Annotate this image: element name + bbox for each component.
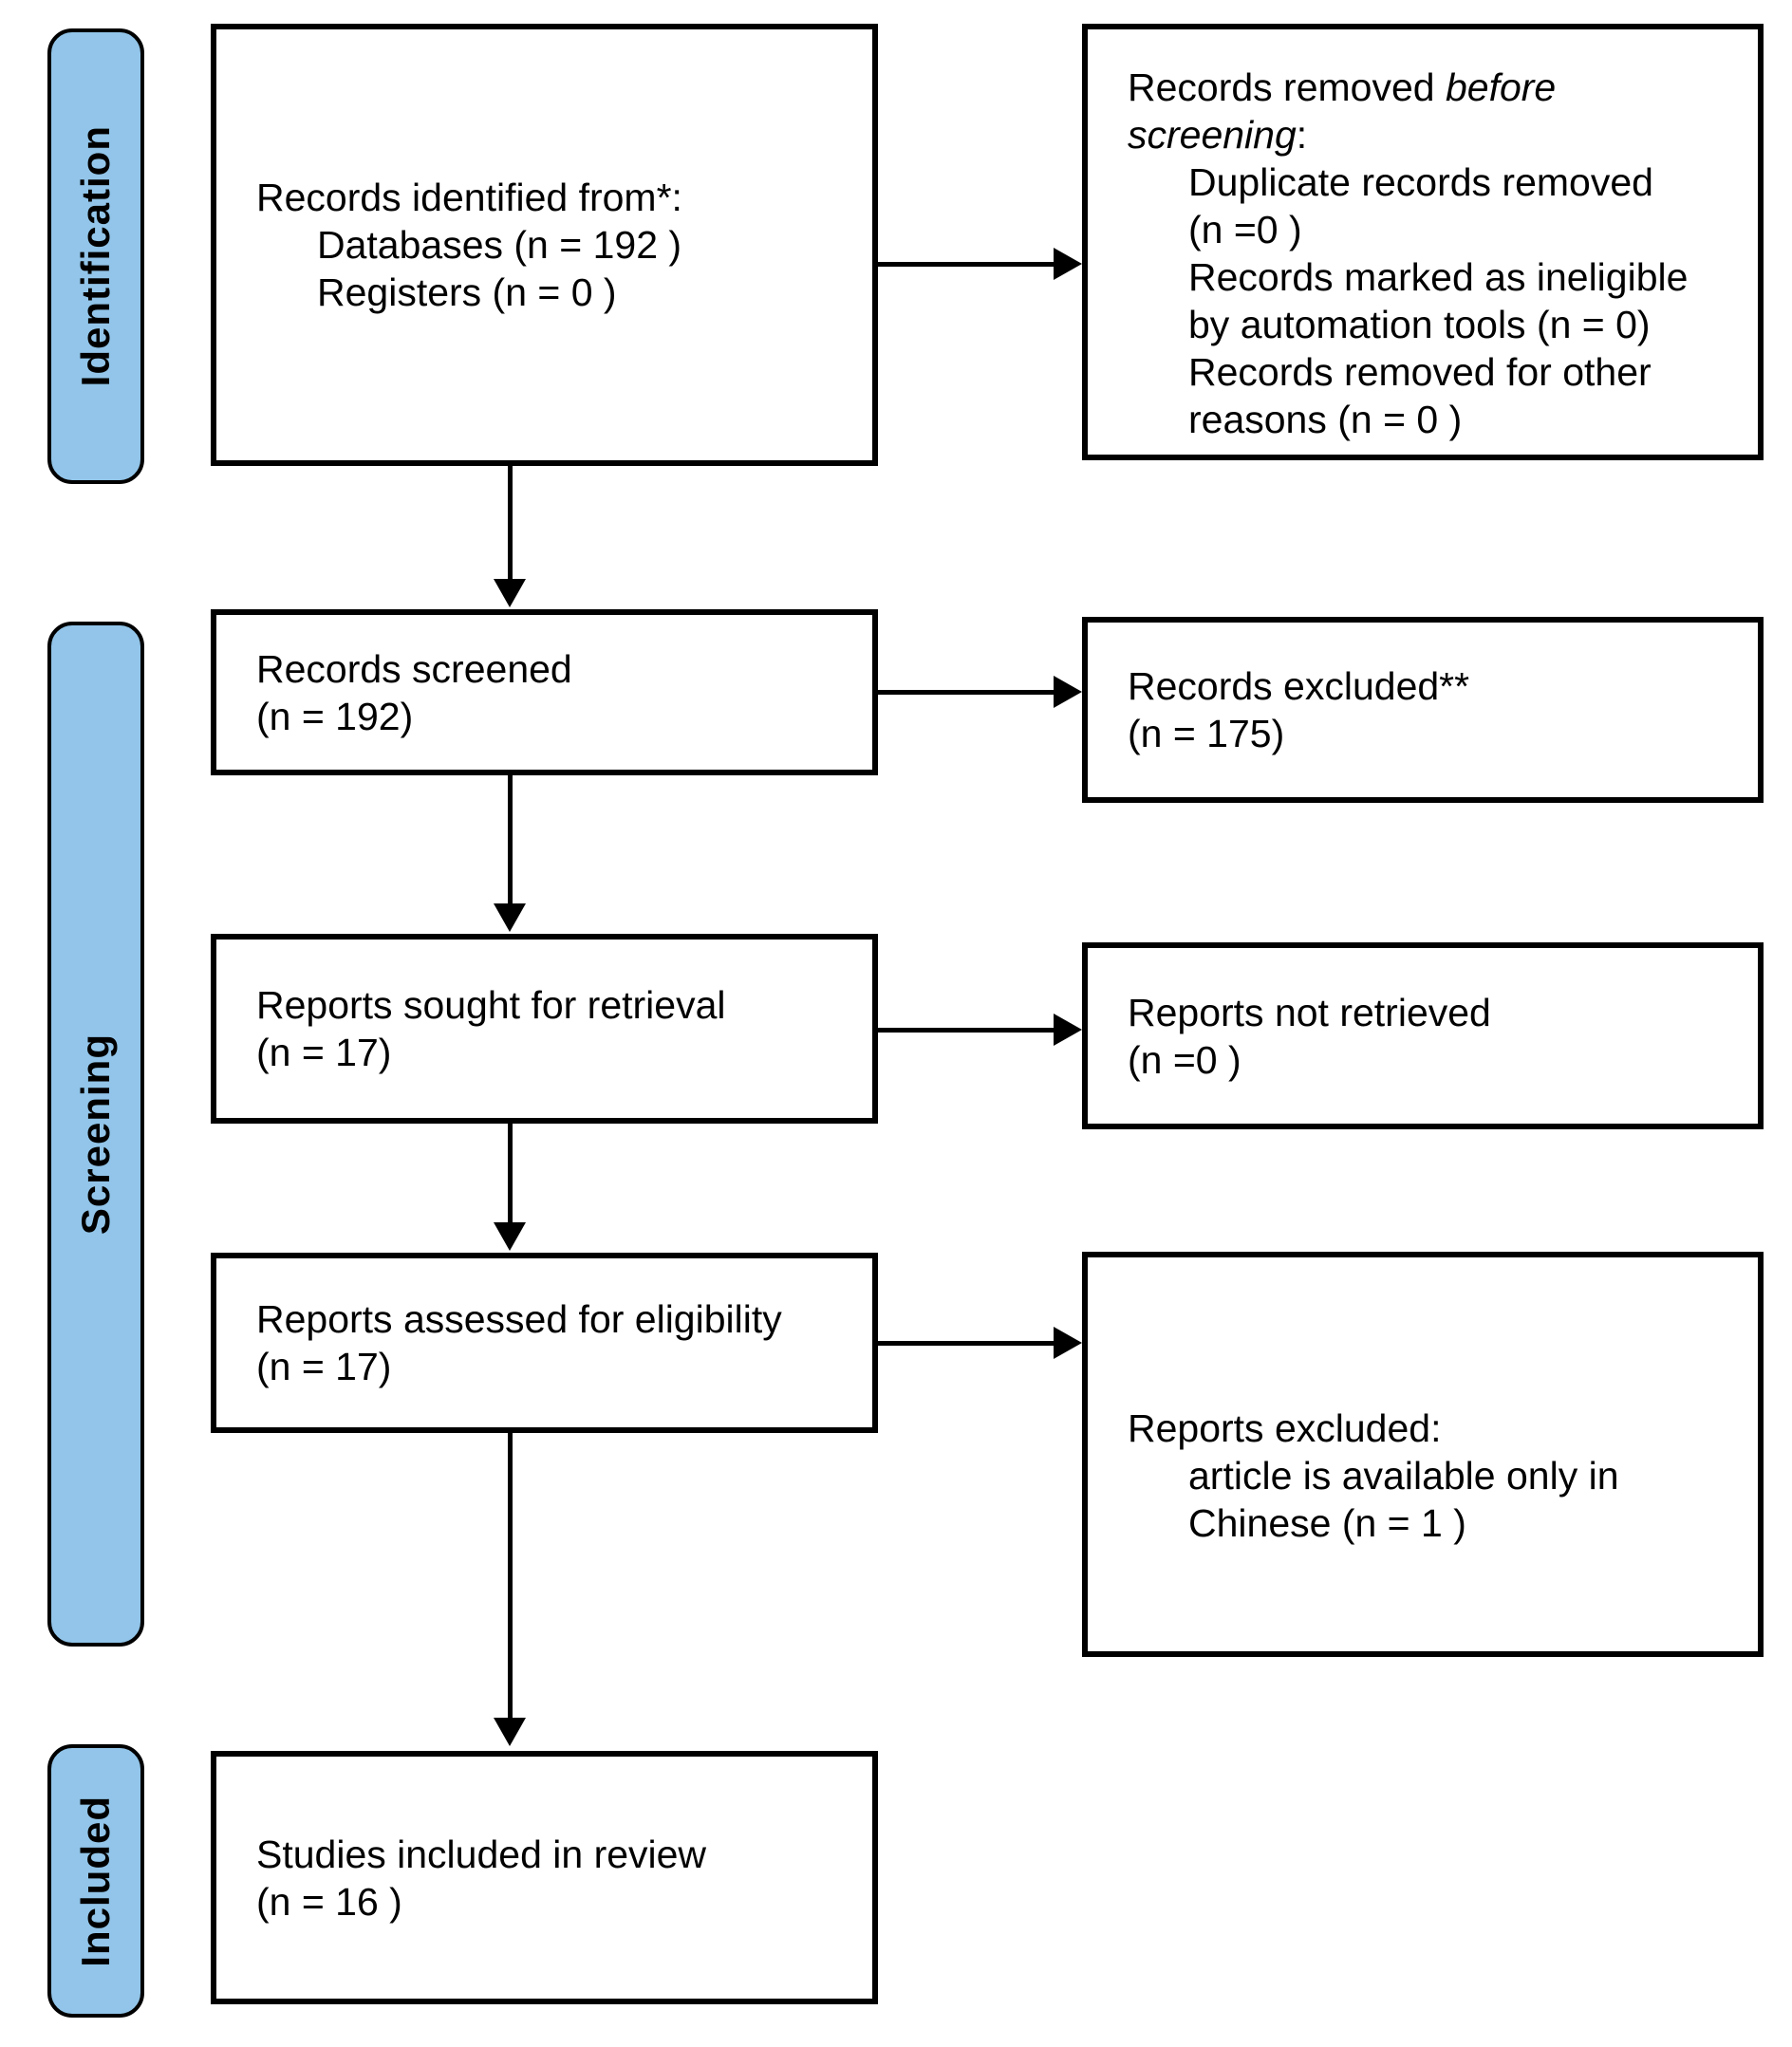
arrow-head-down-icon xyxy=(494,1222,526,1251)
records-removed-duplicates-line2: (n =0 ) xyxy=(1188,208,1302,251)
arrow-assessed-to-excluded xyxy=(878,1327,1082,1359)
arrow-line xyxy=(878,1341,1055,1346)
arrow-sought-to-not-retrieved xyxy=(878,1014,1082,1046)
box-reports-excluded: Reports excluded: article is available o… xyxy=(1082,1252,1764,1657)
records-identified-title: Records identified from*: xyxy=(256,176,682,219)
records-removed-title-line2: screening: xyxy=(1128,111,1739,158)
records-removed-other-line1: Records removed for other xyxy=(1188,350,1652,394)
box-records-excluded: Records excluded** (n = 175) xyxy=(1082,617,1764,803)
arrow-sought-to-assessed xyxy=(494,1124,526,1251)
reports-not-retrieved-line1: Reports not retrieved xyxy=(1128,990,1491,1034)
records-excluded-line2: (n = 175) xyxy=(1128,712,1285,755)
text-segment: Records removed xyxy=(1128,65,1446,109)
arrow-line xyxy=(878,1028,1055,1033)
reports-sought-line1: Reports sought for retrieval xyxy=(256,983,726,1027)
arrow-head-down-icon xyxy=(494,579,526,607)
arrow-line xyxy=(508,1433,513,1720)
text-segment-italic: screening xyxy=(1128,113,1297,157)
arrow-head-right-icon xyxy=(1054,1014,1082,1046)
reports-assessed-line1: Reports assessed for eligibility xyxy=(256,1297,782,1341)
reports-not-retrieved-line2: (n =0 ) xyxy=(1128,1037,1241,1082)
text-segment: : xyxy=(1296,113,1308,157)
reports-excluded-reason-line2: Chinese (n = 1 ) xyxy=(1188,1500,1466,1545)
box-reports-assessed-text: Reports assessed for eligibility (n = 17… xyxy=(216,1295,872,1390)
arrow-screened-to-sought xyxy=(494,775,526,932)
records-identified-registers: Registers (n = 0 ) xyxy=(317,270,617,314)
box-records-identified-text: Records identified from*: Databases (n =… xyxy=(216,174,872,316)
stage-bar-identification: Identification xyxy=(47,28,144,484)
box-records-removed-text: Records removed before screening: Duplic… xyxy=(1088,64,1758,443)
records-removed-title-line1: Records removed before xyxy=(1128,64,1739,111)
stage-label-identification: Identification xyxy=(73,125,118,387)
reports-excluded-reason-line1: article is available only in xyxy=(1188,1453,1619,1498)
stage-bar-included: Included xyxy=(47,1744,144,2018)
box-records-removed: Records removed before screening: Duplic… xyxy=(1082,24,1764,460)
box-studies-included-text: Studies included in review (n = 16 ) xyxy=(216,1831,872,1926)
box-reports-excluded-text: Reports excluded: article is available o… xyxy=(1088,1405,1758,1547)
arrow-line xyxy=(508,775,513,905)
arrow-line xyxy=(508,466,513,581)
box-records-excluded-text: Records excluded** (n = 175) xyxy=(1088,662,1758,757)
arrow-line xyxy=(878,262,1055,267)
records-excluded-line1: Records excluded** xyxy=(1128,664,1470,708)
arrow-assessed-to-included xyxy=(494,1433,526,1746)
arrow-head-right-icon xyxy=(1054,248,1082,280)
text-segment-italic: before xyxy=(1445,65,1557,109)
studies-included-line2: (n = 16 ) xyxy=(256,1879,402,1924)
records-removed-ineligible-line2: by automation tools (n = 0) xyxy=(1188,303,1651,346)
arrow-screened-to-excluded xyxy=(878,676,1082,708)
records-screened-line1: Records screened xyxy=(256,646,572,691)
arrow-line xyxy=(508,1124,513,1224)
box-records-screened-text: Records screened (n = 192) xyxy=(216,645,872,740)
arrow-head-right-icon xyxy=(1054,676,1082,708)
stage-label-included: Included xyxy=(73,1795,118,1967)
box-studies-included: Studies included in review (n = 16 ) xyxy=(211,1751,878,2004)
box-reports-not-retrieved-text: Reports not retrieved (n =0 ) xyxy=(1088,989,1758,1084)
box-reports-sought: Reports sought for retrieval (n = 17) xyxy=(211,934,878,1124)
box-records-screened: Records screened (n = 192) xyxy=(211,609,878,775)
records-screened-line2: (n = 192) xyxy=(256,694,414,738)
studies-included-line1: Studies included in review xyxy=(256,1832,707,1876)
records-removed-other-line2: reasons (n = 0 ) xyxy=(1188,398,1463,441)
box-reports-not-retrieved: Reports not retrieved (n =0 ) xyxy=(1082,942,1764,1129)
reports-sought-line2: (n = 17) xyxy=(256,1031,392,1074)
records-identified-databases: Databases (n = 192 ) xyxy=(317,223,682,267)
reports-assessed-line2: (n = 17) xyxy=(256,1345,392,1388)
box-reports-sought-text: Reports sought for retrieval (n = 17) xyxy=(216,981,872,1076)
arrow-identified-to-removed xyxy=(878,248,1082,280)
stage-label-screening: Screening xyxy=(73,1033,118,1236)
arrow-head-down-icon xyxy=(494,903,526,932)
arrow-identified-to-screened xyxy=(494,466,526,607)
records-removed-ineligible-line1: Records marked as ineligible xyxy=(1188,255,1689,299)
records-removed-duplicates-line1: Duplicate records removed xyxy=(1188,160,1653,204)
box-records-identified: Records identified from*: Databases (n =… xyxy=(211,24,878,466)
arrow-line xyxy=(878,690,1055,695)
arrow-head-right-icon xyxy=(1054,1327,1082,1359)
box-reports-assessed: Reports assessed for eligibility (n = 17… xyxy=(211,1253,878,1433)
stage-bar-screening: Screening xyxy=(47,622,144,1647)
reports-excluded-title: Reports excluded: xyxy=(1128,1405,1442,1450)
arrow-head-down-icon xyxy=(494,1718,526,1746)
